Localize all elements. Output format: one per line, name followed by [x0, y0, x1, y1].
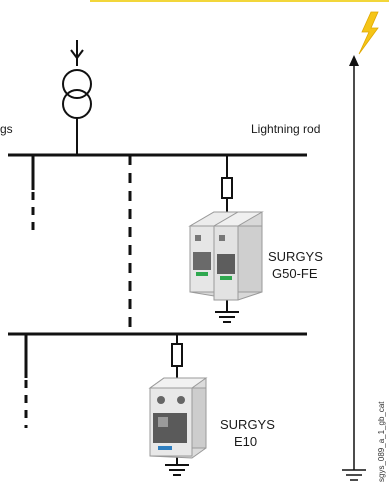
lightning-bolt-icon [358, 11, 379, 55]
surgys-g50-fe-device [188, 211, 264, 301]
vertical-reference-code: sgys_089_a_1_gb_cat [377, 401, 386, 482]
surgys-e10-device [148, 377, 208, 459]
transformer-icon [62, 40, 92, 155]
ground-icon [165, 464, 189, 476]
left-cut-label: gs [0, 122, 13, 136]
fuse-icon [221, 177, 233, 199]
fuse-icon [171, 343, 183, 367]
device1-label-line1: SURGYS [268, 249, 323, 264]
ground-icon [215, 311, 239, 323]
device1-label-line2: G50-FE [272, 266, 318, 281]
lightning-rod-label: Lightning rod [251, 122, 321, 136]
device2-label-line1: SURGYS [220, 417, 275, 432]
lightning-rod-line [342, 55, 366, 481]
device2-label-line2: E10 [234, 434, 258, 449]
